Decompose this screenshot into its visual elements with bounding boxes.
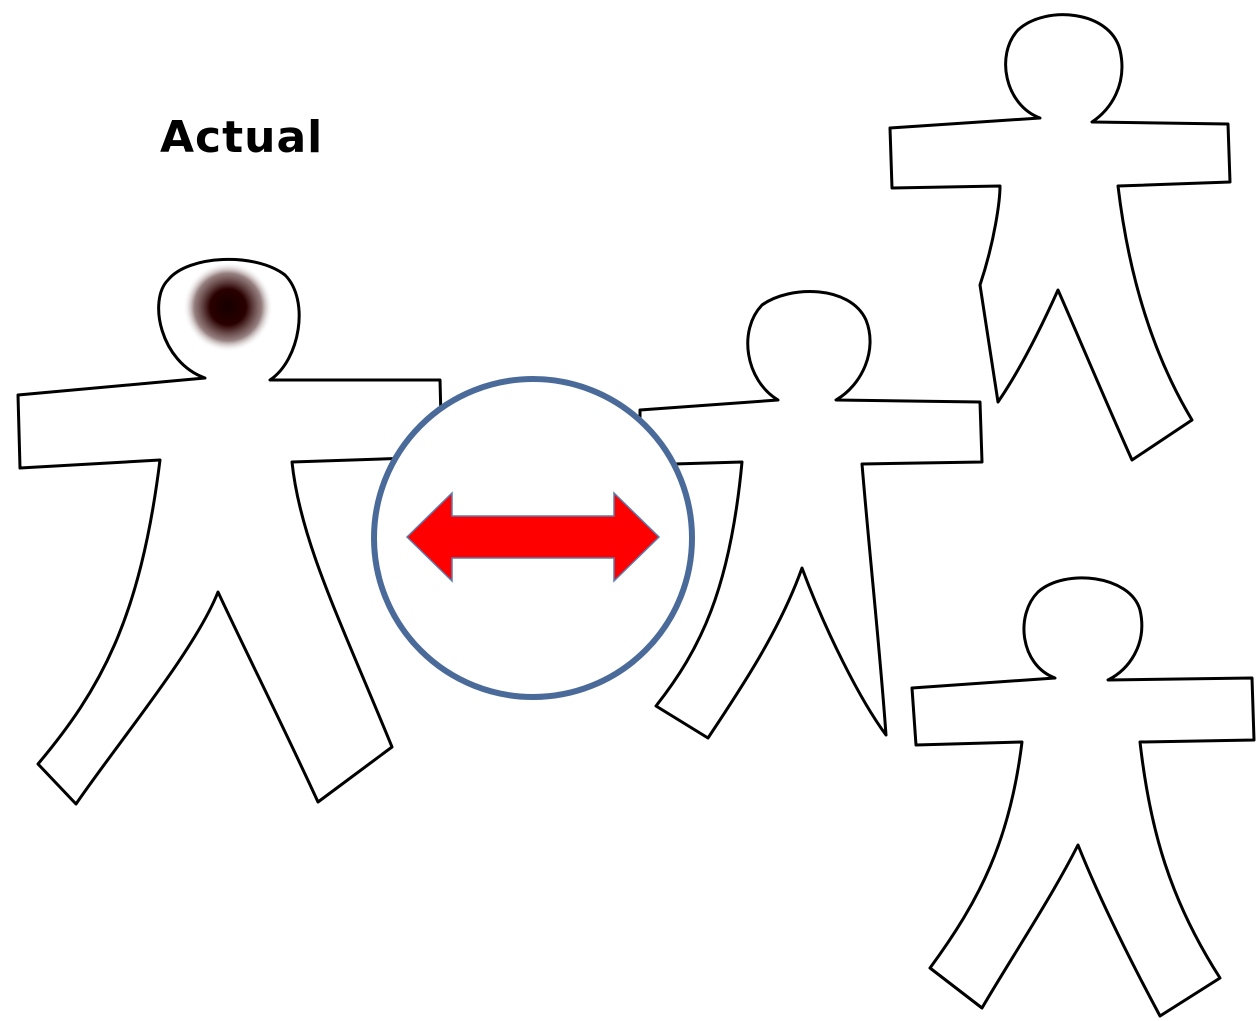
person-figure-bottom-right (912, 578, 1254, 1016)
person-body-outline (890, 15, 1230, 460)
person-body-outline (912, 578, 1254, 1016)
dark-spot-icon (183, 262, 273, 352)
person-figure-top-right (890, 15, 1230, 460)
